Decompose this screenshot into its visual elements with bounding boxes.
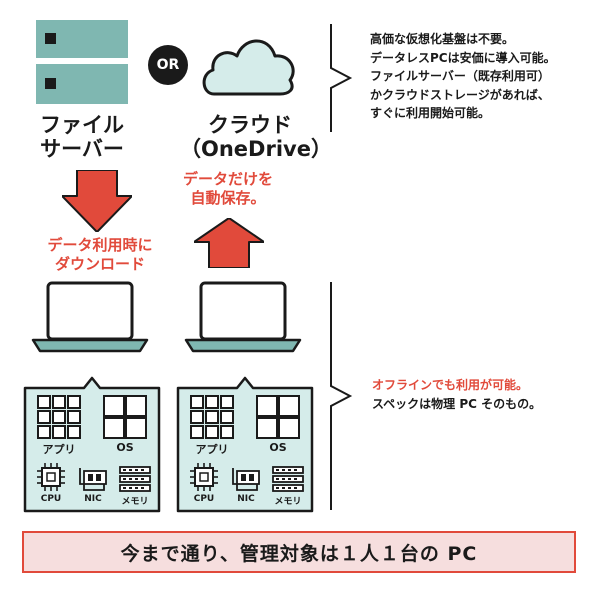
os-windows-icon [256, 395, 300, 439]
apps-grid-icon [37, 395, 81, 439]
download-arrow-icon [62, 170, 132, 232]
laptop-icon [31, 281, 149, 353]
upload-label: データだけを 自動保存。 [168, 170, 288, 208]
file-server-label-line1: ファイル [40, 113, 124, 137]
pc-spec-panel: アプリ OS CPU NIC [175, 374, 315, 514]
bottom-note-text: スペックは物理 PC そのもの。 [372, 396, 542, 411]
bottom-note-highlight: オフラインでも利用が可能。 [372, 378, 529, 392]
upload-label-line2: 自動保存。 [190, 188, 266, 207]
upload-label-line1: データだけを [182, 170, 273, 188]
cloud-icon [202, 39, 295, 96]
cloud-label-line2: （OneDrive） [180, 136, 332, 161]
apps-grid-icon [190, 395, 234, 439]
download-label: データ利用時に ダウンロード [30, 236, 170, 274]
cloud-label-line1: クラウド [208, 113, 292, 137]
bottom-note: オフラインでも利用が可能。 スペックは物理 PC そのもの。 [372, 376, 597, 413]
bottom-brace-icon [330, 282, 353, 510]
nic-card-icon [79, 468, 107, 491]
top-brace-icon [330, 24, 353, 132]
top-note: 高価な仮想化基盤は不要。 データレスPCは安価に導入可能。 ファイルサーバー（既… [370, 30, 595, 123]
cpu-chip-icon [37, 463, 65, 491]
nic-label: NIC [84, 494, 102, 504]
file-server-icon [36, 20, 128, 104]
apps-label: アプリ [42, 443, 76, 456]
cpu-chip-icon [190, 463, 218, 491]
summary-banner: 今まで通り、管理対象は１人１台の PC [22, 531, 576, 573]
top-note-line: 高価な仮想化基盤は不要。 [370, 32, 515, 46]
os-windows-icon [103, 395, 147, 439]
cpu-label: CPU [40, 494, 62, 504]
os-label: OS [116, 441, 134, 454]
memory-label: メモリ [121, 497, 149, 507]
top-note-line: ファイルサーバー（既存利用可） [370, 69, 550, 84]
laptop-icon [184, 281, 302, 353]
or-badge: OR [148, 45, 188, 85]
pc-spec-panel: アプリ OS CPU NIC [22, 374, 162, 514]
file-server-label: ファイル サーバー [22, 113, 142, 161]
memory-label: メモリ [274, 497, 302, 507]
summary-banner-text: 今まで通り、管理対象は１人１台の PC [120, 542, 478, 565]
nic-label: NIC [237, 494, 255, 504]
or-label: OR [156, 57, 180, 73]
upload-arrow-icon [194, 218, 264, 268]
top-note-line: かクラウドストレージがあれば、 [370, 87, 550, 102]
nic-card-icon [232, 468, 260, 491]
top-note-line: すぐに利用開始可能。 [370, 106, 491, 121]
download-label-line2: ダウンロード [54, 254, 145, 273]
os-label: OS [269, 441, 287, 454]
memory-icon [119, 466, 151, 492]
apps-label: アプリ [195, 443, 229, 456]
cpu-label: CPU [193, 494, 215, 504]
top-note-line: データレスPCは安価に導入可能。 [370, 50, 556, 65]
file-server-label-line2: サーバー [40, 136, 124, 161]
memory-icon [272, 466, 304, 492]
download-label-line1: データ利用時に [47, 236, 153, 254]
cloud-label: クラウド （OneDrive） [180, 113, 332, 161]
